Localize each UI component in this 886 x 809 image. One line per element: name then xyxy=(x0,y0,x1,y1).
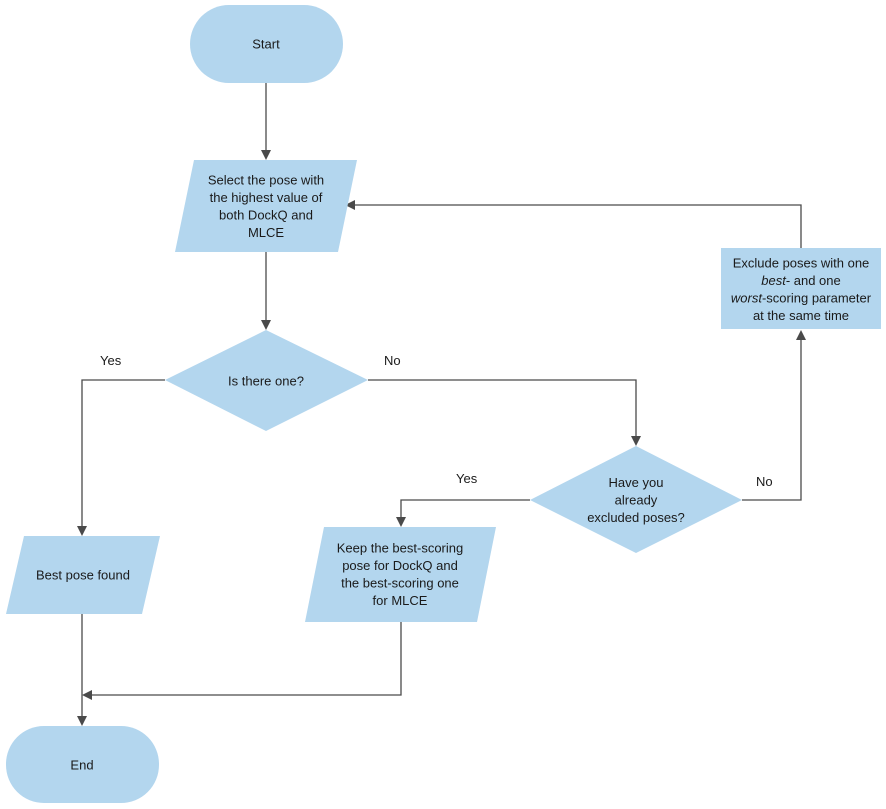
edge-labels: Yes No Yes No xyxy=(100,353,773,489)
select-pose-parallelogram xyxy=(175,160,357,252)
exclude-poses-line: Exclude poses with one xyxy=(733,255,870,270)
node-exclude-poses: Exclude poses with one best- and one worst… xyxy=(721,248,881,329)
start-line: Start xyxy=(252,37,280,52)
best-pose-found-parallelogram xyxy=(6,536,160,614)
text-segment: -scoring parameter xyxy=(762,290,872,305)
end-terminal-shape xyxy=(6,726,159,803)
already-excluded-line: excluded poses? xyxy=(587,510,685,525)
edge-decision-no xyxy=(368,379,637,437)
node-select-pose: Select the pose with the highest value of… xyxy=(175,160,357,252)
text-segment: - and one xyxy=(786,273,841,288)
best-pose-found-line: Best pose found xyxy=(36,568,130,583)
select-pose-line: the highest value of xyxy=(210,190,323,205)
node-exclude-poses-text: Exclude poses with one best- and one worst… xyxy=(731,255,872,323)
node-already-excluded: Have you already excluded poses? xyxy=(530,446,742,553)
end-line: End xyxy=(70,758,93,773)
edge-label-decision-no: No xyxy=(384,353,401,368)
keep-best-line: pose for DockQ and xyxy=(342,558,458,573)
keep-best-line: the best-scoring one xyxy=(341,575,459,590)
is-there-one-diamond xyxy=(165,330,368,431)
start-terminal-shape xyxy=(190,5,343,83)
node-select-pose-text: Select the pose with the highest value of… xyxy=(208,172,324,240)
node-is-there-one-text: Is there one? xyxy=(228,374,304,389)
exclude-poses-line: worst-scoring parameter xyxy=(731,290,872,305)
already-excluded-line: Have you xyxy=(609,475,664,490)
edge-label-have-you-no: No xyxy=(756,474,773,489)
keep-best-line: for MLCE xyxy=(373,593,428,608)
exclude-poses-line: best- and one xyxy=(761,273,841,288)
arrowhead-select-in xyxy=(261,150,271,160)
node-is-there-one: Is there one? xyxy=(165,330,368,431)
edge-label-have-you-yes: Yes xyxy=(456,471,478,486)
arrowhead-best-pose-in xyxy=(77,526,87,536)
arrowhead-exclude-in xyxy=(796,330,806,340)
edge-decision-yes xyxy=(81,379,165,527)
node-start-text: Start xyxy=(252,37,280,52)
exclude-poses-line: at the same time xyxy=(753,308,849,323)
node-best-pose-found: Best pose found xyxy=(6,536,160,614)
node-start: Start xyxy=(190,5,343,83)
arrowhead-keep-in xyxy=(396,517,406,527)
text-segment: Exclude poses with one xyxy=(733,255,870,270)
is-there-one-line: Is there one? xyxy=(228,374,304,389)
already-excluded-diamond xyxy=(530,446,742,553)
keep-best-parallelogram xyxy=(305,527,496,622)
exclude-poses-rect xyxy=(721,248,881,329)
arrowhead-decision-in xyxy=(261,320,271,330)
select-pose-line: MLCE xyxy=(248,225,284,240)
keep-best-line: Keep the best-scoring xyxy=(337,540,463,555)
edge-exclude-to-select xyxy=(354,204,802,248)
node-end-text: End xyxy=(70,758,93,773)
edge-have-you-yes xyxy=(400,499,530,518)
node-best-pose-found-text: Best pose found xyxy=(36,568,130,583)
connectors xyxy=(77,83,806,726)
text-segment: at the same time xyxy=(753,308,849,323)
arrowhead-select-loop-in xyxy=(345,200,355,210)
italic-text-segment: best xyxy=(761,273,787,288)
already-excluded-line: already xyxy=(615,493,658,508)
node-keep-best-text: Keep the best-scoring pose for DockQ and t… xyxy=(337,540,463,608)
arrowhead-have-you-in xyxy=(631,436,641,446)
arrowhead-end-in xyxy=(77,716,87,726)
select-pose-line: Select the pose with xyxy=(208,172,324,187)
node-end: End xyxy=(6,726,159,803)
italic-text-segment: worst xyxy=(731,290,763,305)
edge-label-decision-yes: Yes xyxy=(100,353,122,368)
select-pose-line: both DockQ and xyxy=(219,207,313,222)
edge-keep-to-end xyxy=(91,622,402,696)
node-already-excluded-text: Have you already excluded poses? xyxy=(587,475,685,525)
arrowhead-merge-in xyxy=(82,690,92,700)
node-keep-best: Keep the best-scoring pose for DockQ and t… xyxy=(305,527,496,622)
edge-have-you-no xyxy=(742,339,802,501)
